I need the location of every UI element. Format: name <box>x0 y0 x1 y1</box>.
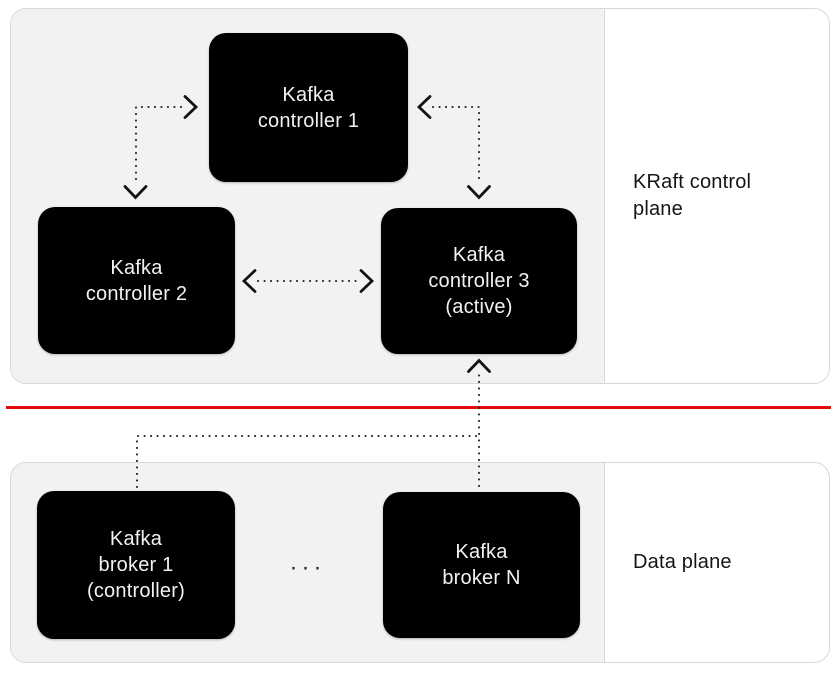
control-plane-label: KRaft control plane <box>633 171 752 220</box>
node-label-line: broker N <box>442 567 521 589</box>
node-label-line: controller 2 <box>85 282 188 305</box>
node-label-line: Kafka <box>282 83 335 106</box>
node-label-line: Kafka <box>452 244 506 266</box>
data-plane-label-panel: Data plane <box>604 463 829 662</box>
data-plane-label: Data plane <box>633 551 732 573</box>
brokers-ellipsis: ··· <box>289 554 326 581</box>
node-label-line: controller 1 <box>257 109 360 132</box>
node-label-line: broker 1 <box>98 554 174 576</box>
node-label-line: controller 3 <box>428 270 530 292</box>
plane-divider-line <box>6 406 831 409</box>
node-kafka-controller-2: Kafka controller 2 <box>38 207 235 354</box>
node-kafka-broker-n: Kafka broker N <box>383 492 580 638</box>
node-label-line: Kafka <box>110 256 163 279</box>
control-plane-label-panel: KRaft control plane <box>604 9 829 383</box>
node-label-line: Kafka <box>455 541 508 563</box>
node-kafka-broker-1-controller: Kafka broker 1 (controller) <box>37 491 235 639</box>
node-kafka-controller-3-active: Kafka controller 3 (active) <box>381 208 577 354</box>
node-label-line: (active) <box>445 296 513 318</box>
node-label-line: (controller) <box>87 580 185 602</box>
node-kafka-controller-1: Kafka controller 1 <box>209 33 408 182</box>
node-label-line: Kafka <box>109 528 163 550</box>
